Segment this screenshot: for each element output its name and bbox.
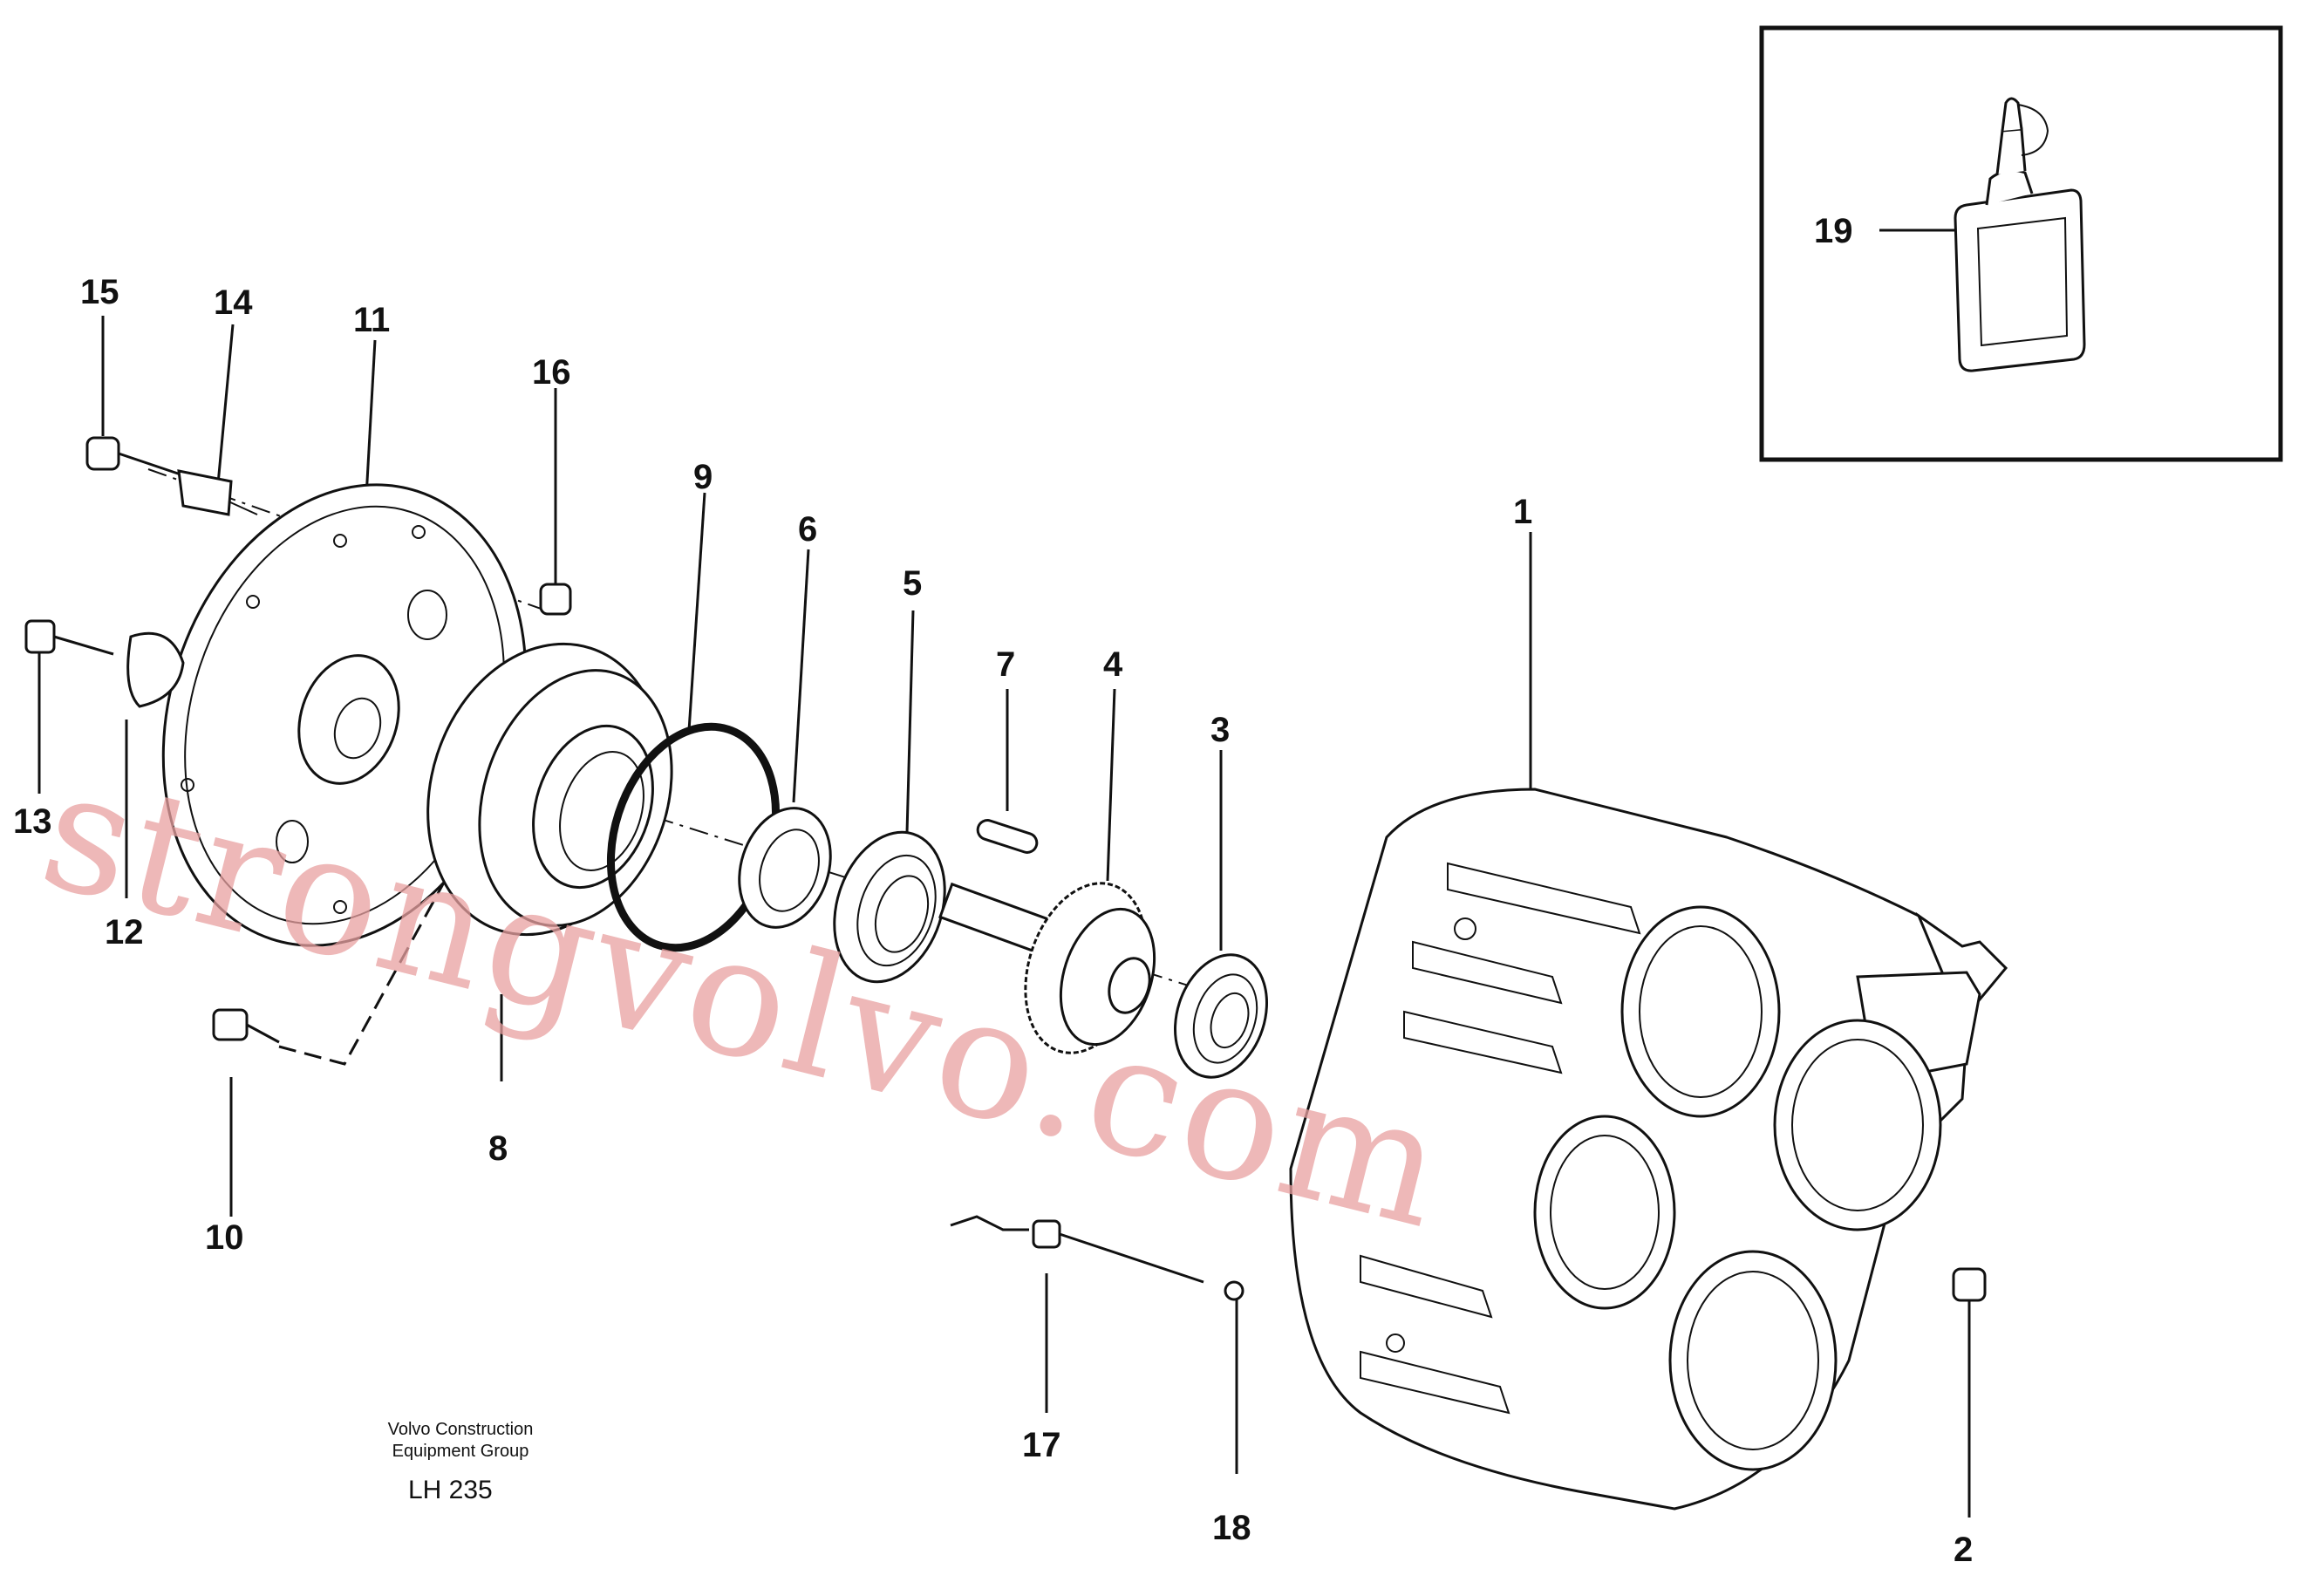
callout-15: 15 (80, 273, 119, 311)
callout-14: 14 (214, 283, 253, 322)
callout-1: 1 (1513, 493, 1532, 531)
callout-8: 8 (488, 1129, 508, 1168)
callout-13: 13 (13, 802, 52, 841)
footer: Volvo Construction Equipment Group LH 23… (388, 1420, 534, 1504)
callout-16: 16 (532, 353, 571, 392)
callout-12: 12 (105, 913, 144, 951)
callouts: 1 2 3 4 5 6 7 8 9 10 11 12 13 14 15 16 1… (13, 273, 1973, 1569)
callout-9: 9 (693, 458, 713, 496)
callout-18: 18 (1212, 1509, 1251, 1547)
bearing-5-drawing (833, 830, 946, 984)
callout-5: 5 (903, 564, 922, 603)
key-drawing (976, 819, 1039, 854)
leader-lines (38, 316, 1971, 1518)
callout-2: 2 (1954, 1531, 1973, 1569)
oil-bottle-drawing (1954, 97, 2086, 372)
callout-3: 3 (1210, 711, 1230, 749)
fasteners-drawing (24, 436, 1987, 1302)
gear-drawing (938, 882, 1156, 1054)
footer-line-1: Volvo Construction (388, 1420, 534, 1439)
transmission-housing-drawing (1289, 788, 2008, 1511)
footer-code: LH 235 (408, 1476, 493, 1504)
callout-19: 19 (1814, 212, 1853, 250)
bearing-3-drawing (1173, 953, 1269, 1079)
inset-box: 19 (1759, 25, 2283, 462)
callout-11: 11 (353, 301, 390, 339)
bearing-housing-drawing (426, 642, 673, 937)
callout-6: 6 (798, 510, 817, 549)
callout-10: 10 (205, 1218, 244, 1257)
bearing-6-drawing (738, 807, 832, 929)
callout-4: 4 (1103, 645, 1123, 684)
callout-17: 17 (1022, 1426, 1061, 1464)
footer-line-2: Equipment Group (392, 1442, 529, 1461)
callout-7: 7 (996, 645, 1015, 684)
